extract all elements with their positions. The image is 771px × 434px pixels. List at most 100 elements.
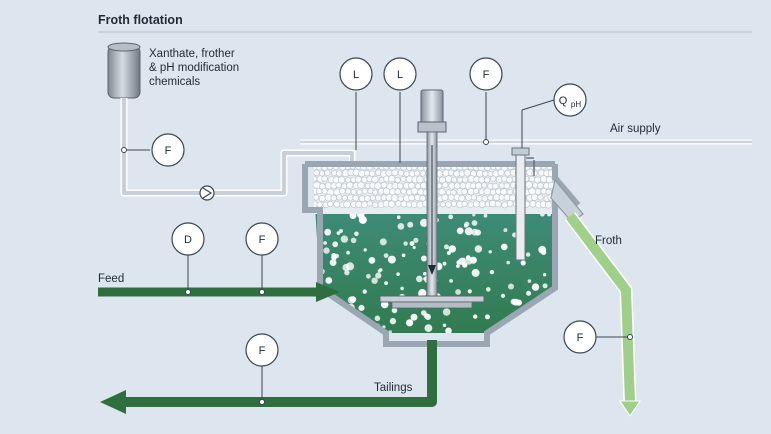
instrument-level-1[interactable]: L — [339, 57, 373, 91]
air-bubble — [465, 257, 473, 265]
air-bubble — [363, 248, 367, 252]
air-bubble — [526, 290, 532, 296]
chemicals-label-line-1: Xanthate, frother — [149, 48, 235, 60]
instrument-feed-flow[interactable]: F — [245, 222, 279, 256]
diagram-title: Froth flotation — [98, 13, 183, 27]
foam-bubble — [345, 188, 352, 195]
air-bubble — [410, 313, 418, 321]
air-bubble — [448, 214, 454, 220]
foam-bubble — [371, 201, 379, 209]
air-bubble — [350, 237, 357, 244]
tailings-label: Tailings — [374, 382, 413, 394]
air-bubble — [319, 326, 327, 333]
foam-bubble — [388, 200, 396, 208]
air-bubble — [461, 257, 466, 262]
foam-bubble — [352, 194, 359, 202]
instrument-chem-flow[interactable]: F — [151, 133, 185, 167]
air-bubble — [401, 253, 406, 258]
air-bubble — [396, 215, 401, 219]
foam-bubble — [530, 193, 539, 201]
instrument-ph[interactable]: Q pH — [521, 83, 587, 117]
foam-bubble — [445, 175, 453, 183]
shaft-arrow-icon — [428, 265, 436, 275]
air-bubble — [362, 289, 367, 294]
foam-bubble — [324, 182, 332, 190]
chemical-vessel — [107, 42, 141, 99]
froth-arrow-head — [619, 400, 641, 417]
air-bubble — [329, 259, 337, 266]
foam-bubble — [537, 194, 544, 201]
air-bubble — [533, 312, 541, 319]
foam-bubble — [371, 175, 379, 184]
air-bubble — [424, 324, 433, 332]
instrument-feed-density[interactable]: D — [171, 222, 205, 256]
air-bubble — [442, 323, 447, 328]
foam-bubble — [537, 182, 544, 189]
air-bubble — [389, 317, 397, 325]
foam-bubble — [336, 170, 343, 177]
foam-bubble — [528, 176, 535, 183]
ph-instrument-line — [521, 99, 555, 111]
foam-bubble — [465, 194, 472, 201]
instrument-feed-density-label: D — [184, 234, 192, 246]
foam-bubble — [400, 188, 407, 195]
foam-bubble — [453, 182, 461, 190]
dosing-pump-icon — [199, 185, 215, 201]
foam-bubble — [506, 200, 514, 207]
instrument-level-2-label: L — [397, 69, 403, 81]
foam-bubble — [367, 188, 374, 194]
air-bubble — [501, 243, 508, 251]
instrument-level-2[interactable]: L — [383, 57, 417, 91]
foam-bubble — [451, 176, 458, 183]
air-bubble — [525, 323, 531, 329]
air-bubble — [379, 238, 387, 246]
foam-bubble — [442, 181, 449, 189]
air-bubble — [331, 253, 337, 258]
foam-bubble — [445, 201, 452, 208]
foam-bubble — [343, 200, 351, 209]
foam-bubble — [456, 176, 463, 183]
foam-bubble — [498, 194, 505, 201]
air-bubble — [391, 307, 398, 314]
foam-bubble — [380, 181, 388, 189]
foam-bubble — [391, 169, 399, 176]
foam-bubble — [447, 193, 455, 201]
air-bubble — [396, 272, 400, 277]
instrument-froth-flow[interactable]: F — [563, 320, 597, 354]
foam-bubble — [327, 201, 334, 208]
foam-bubble — [357, 181, 365, 189]
air-supply-label: Air supply — [610, 123, 661, 135]
foam-bubble — [346, 181, 354, 189]
instrument-chem-flow-label: F — [165, 145, 172, 157]
foam-bubble — [438, 188, 446, 196]
air-bubble — [377, 269, 382, 273]
foam-bubble — [490, 175, 497, 182]
foam-bubble — [483, 187, 491, 196]
foam-bubble — [361, 188, 369, 195]
instrument-froth-flow-label: F — [577, 332, 584, 344]
air-bubble — [323, 241, 327, 245]
foam-bubble — [448, 169, 455, 176]
air-bubble — [471, 220, 478, 226]
instrument-air-flow[interactable]: F — [469, 57, 503, 91]
foam-bubble — [324, 169, 331, 176]
air-bubble — [375, 272, 382, 279]
foam-bubble — [503, 182, 510, 189]
foam-bubble — [467, 201, 474, 208]
air-bubble — [538, 245, 547, 254]
froth-pipe — [566, 212, 635, 404]
foam-bubble — [372, 189, 379, 196]
air-bubble — [503, 228, 508, 233]
ph-probe — [511, 110, 535, 261]
air-bubble — [421, 255, 427, 262]
instrument-tailings-flow[interactable]: F — [245, 333, 279, 367]
foam-bubble — [419, 170, 426, 177]
air-bubble — [489, 269, 495, 275]
air-bubble — [416, 275, 423, 283]
air-bubble — [412, 245, 416, 250]
foam-bubble — [481, 182, 488, 189]
foam-bubble — [494, 200, 502, 208]
foam-bubble — [375, 194, 382, 202]
foam-bubble — [470, 194, 477, 201]
